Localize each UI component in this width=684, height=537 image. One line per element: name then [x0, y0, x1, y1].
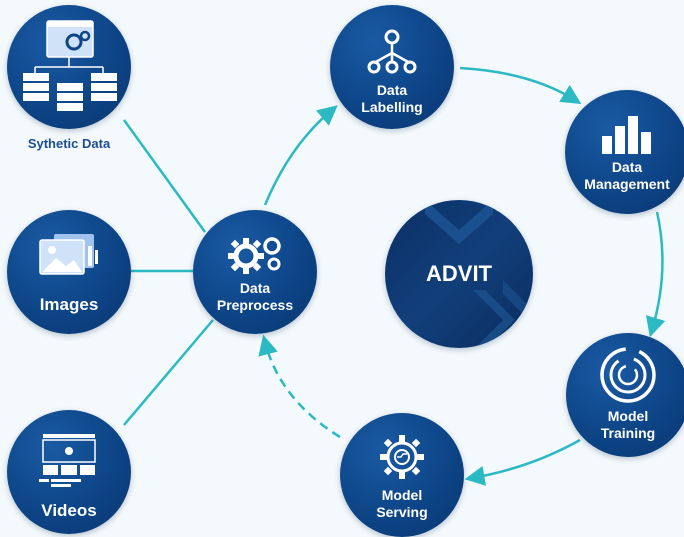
spiral-target-icon — [600, 347, 656, 403]
connector-synthetic-preprocess — [122, 119, 207, 233]
arrow-serving-preprocess — [258, 334, 341, 439]
management-label-line2: Management — [584, 176, 670, 192]
arrow-management-training — [646, 211, 666, 338]
server-config-icon — [23, 20, 117, 111]
labelling-label-line1: Data — [376, 82, 408, 98]
center-label: ADVIT — [426, 261, 492, 286]
serving-label-line2: Serving — [376, 504, 428, 520]
images-label: Images — [39, 295, 99, 314]
hierarchy-icon — [367, 29, 417, 74]
gears-icon — [228, 237, 281, 274]
node-images[interactable]: Images — [7, 210, 131, 334]
node-synthetic-data[interactable] — [7, 5, 131, 129]
preprocess-label-line2: Preprocess — [216, 297, 294, 313]
management-label-line1: Data — [611, 159, 643, 175]
chevron-pattern — [385, 200, 533, 348]
node-data-labelling[interactable]: Data Labelling — [330, 5, 454, 129]
serving-label-line1: Model — [381, 487, 423, 503]
training-label-line1: Model — [607, 408, 649, 424]
node-data-management[interactable]: Data Management — [565, 90, 684, 214]
synthetic-data-caption: Sythetic Data — [27, 136, 111, 151]
preprocess-label-line1: Data — [239, 280, 271, 296]
video-layout-icon — [39, 434, 96, 487]
bar-chart-icon — [602, 116, 651, 154]
arrow-preprocess-labelling — [263, 105, 338, 206]
labelling-label-line2: Labelling — [361, 99, 423, 115]
node-data-preprocess[interactable]: Data Preprocess — [193, 210, 317, 334]
videos-label: Videos — [41, 501, 97, 520]
node-model-serving[interactable]: Model Serving — [340, 413, 464, 537]
image-gallery-icon — [39, 234, 98, 275]
gear-chip-icon — [380, 435, 424, 479]
center-advit[interactable]: ADVIT — [385, 200, 533, 348]
arrow-labelling-management — [459, 66, 582, 104]
connector-videos-preprocess — [123, 319, 214, 426]
arrow-training-serving — [464, 438, 581, 486]
node-videos[interactable]: Videos — [7, 410, 131, 534]
node-model-training[interactable]: Model Training — [566, 333, 684, 457]
training-label-line2: Training — [600, 425, 656, 441]
